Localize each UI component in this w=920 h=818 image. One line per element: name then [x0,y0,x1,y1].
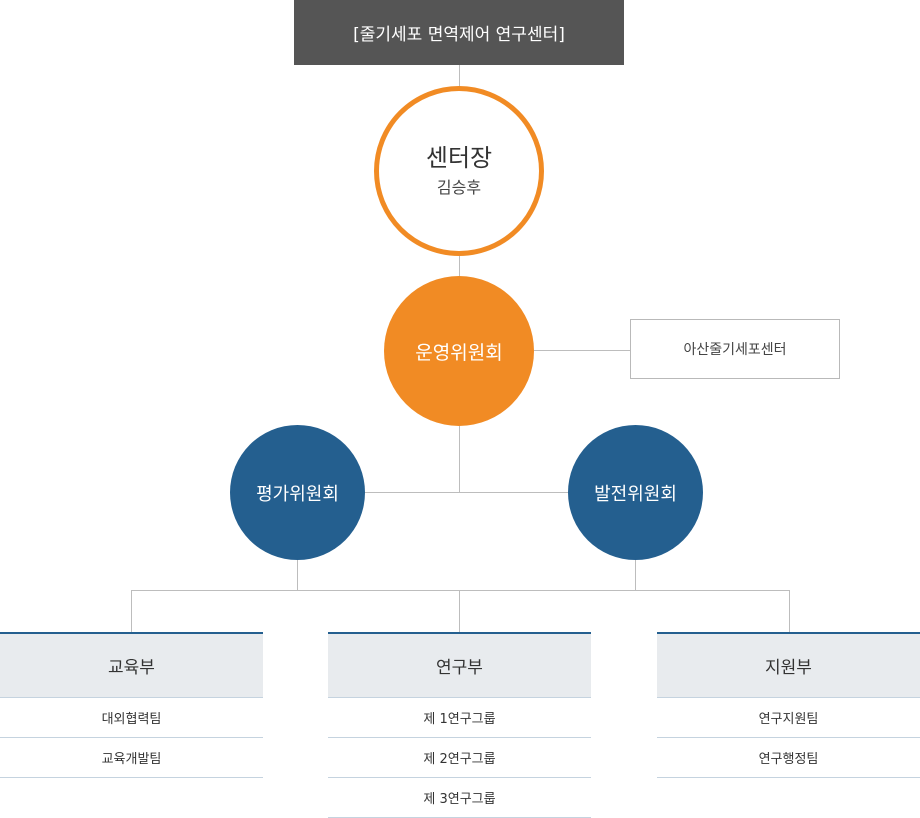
evaluation-committee-node: 평가위원회 [230,425,365,560]
development-committee-node: 발전위원회 [568,425,703,560]
team-item: 대외협력팀 [0,698,263,738]
team-item: 제 2연구그룹 [328,738,591,778]
director-role: 센터장 [425,144,493,172]
connector-dept-bus [131,590,790,591]
connector-dept-research [459,590,460,632]
department-research: 연구부 제 1연구그룹 제 2연구그룹 제 3연구그룹 [328,632,591,818]
department-support: 지원부 연구지원팀 연구행정팀 [657,632,920,778]
connector-title-director [459,65,460,86]
director-name: 김승후 [436,178,482,197]
partner-center-box: 아산줄기세포센터 [630,319,840,379]
team-item: 연구행정팀 [657,738,920,778]
team-item: 교육개발팀 [0,738,263,778]
director-node: 센터장 김승후 [374,86,544,256]
department-education: 교육부 대외협력팀 교육개발팀 [0,632,263,778]
operations-committee-node: 운영위원회 [384,276,534,426]
connector-dept-education [131,590,132,632]
center-title: [줄기세포 면역제어 연구센터] [294,0,624,65]
team-item: 연구지원팀 [657,698,920,738]
team-item: 제 1연구그룹 [328,698,591,738]
department-title: 연구부 [328,632,591,698]
connector-eval-dev [365,492,568,493]
connector-eval-down [297,560,298,590]
department-title: 지원부 [657,632,920,698]
connector-dept-support [789,590,790,632]
department-title: 교육부 [0,632,263,698]
connector-director-ops [459,256,460,276]
connector-ops-partner [534,350,630,351]
connector-dev-down [635,560,636,590]
connector-ops-down [459,426,460,492]
team-item: 제 3연구그룹 [328,778,591,818]
